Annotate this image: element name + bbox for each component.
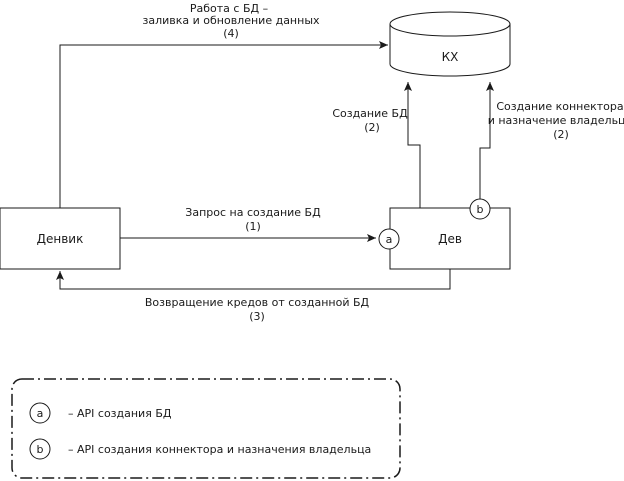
legend-item-a-text: – API создания БД bbox=[68, 407, 172, 420]
legend-frame bbox=[11, 378, 401, 479]
node-kx: КХ bbox=[389, 11, 511, 77]
edge-db-work-label-line2: заливка и обновление данных bbox=[142, 14, 320, 27]
node-kx-label: КХ bbox=[442, 50, 459, 64]
marker-b-label: b bbox=[477, 203, 484, 216]
legend-item-a-marker bbox=[29, 402, 51, 424]
edge-create-connector bbox=[479, 82, 494, 200]
marker-a-label: a bbox=[386, 233, 393, 246]
edge-create-connector-step: (2) bbox=[553, 128, 569, 141]
edge-create-db bbox=[404, 82, 421, 208]
edge-return-creds bbox=[56, 269, 451, 290]
edge-create-request-label: Запрос на создание БД bbox=[185, 206, 321, 219]
edge-create-db-step: (2) bbox=[364, 121, 380, 134]
edge-create-connector-label-line1: Создание коннектора bbox=[496, 100, 623, 113]
marker-b-circle bbox=[469, 198, 491, 220]
legend-item-a: a – API создания БД bbox=[29, 402, 172, 424]
legend-item-b-marker bbox=[29, 438, 51, 460]
marker-a-circle bbox=[378, 228, 400, 250]
legend-item-b: b – API создания коннектора и назначения… bbox=[29, 438, 371, 460]
marker-b: b bbox=[469, 198, 491, 220]
edge-create-request-step: (1) bbox=[245, 220, 261, 233]
edge-create-db-label: Создание БД bbox=[332, 107, 408, 120]
node-kx-top bbox=[389, 11, 511, 37]
edge-create-connector-label-line2: и назначение владельца bbox=[488, 114, 624, 127]
legend: a – API создания БД b – API создания кон… bbox=[11, 378, 401, 479]
legend-item-b-text: – API создания коннектора и назначения в… bbox=[68, 443, 371, 456]
legend-item-a-marker-label: a bbox=[37, 407, 44, 420]
edge-db-work bbox=[59, 41, 388, 208]
edge-return-creds-label: Возвращение кредов от созданной БД bbox=[145, 296, 370, 309]
node-dev: Дев bbox=[389, 207, 511, 270]
node-denvik-label: Денвик bbox=[37, 232, 84, 246]
edge-db-work-label-line1: Работа с БД – bbox=[190, 2, 268, 15]
marker-a: a bbox=[378, 228, 400, 250]
node-denvik-box bbox=[0, 207, 121, 270]
node-denvik: Денвик bbox=[0, 207, 121, 270]
edge-return-creds-step: (3) bbox=[249, 310, 265, 323]
node-dev-label: Дев bbox=[438, 232, 462, 246]
node-kx-body bbox=[389, 24, 511, 77]
legend-item-b-marker-label: b bbox=[37, 443, 44, 456]
edge-db-work-step: (4) bbox=[223, 27, 239, 40]
